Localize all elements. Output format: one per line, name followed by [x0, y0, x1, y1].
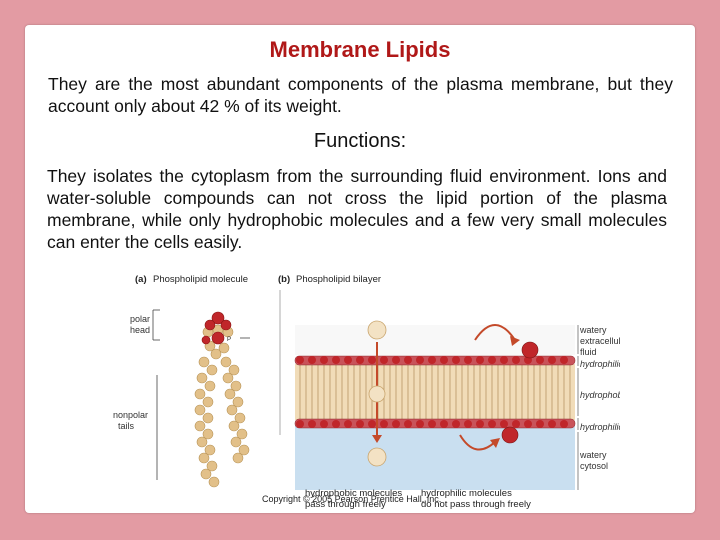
hydrophobic-molecule-path [367, 320, 387, 467]
intro-paragraph: They are the most abundant components of… [48, 74, 673, 116]
watery-extracellular-label-1: watery [579, 325, 607, 335]
hydrophilic-bottom-label: hydrophilic [580, 422, 620, 432]
caption-hydrophobic-1: hydrophobic molecules [305, 488, 402, 499]
hydrophobic-label: hydrophobic [580, 390, 620, 400]
slide: Membrane Lipids They are the most abunda… [25, 25, 695, 513]
hydrophilic-top-label: hydrophilic [580, 359, 620, 369]
panel-a-title: Phospholipid molecule [153, 274, 248, 285]
polar-head-label-2: head [130, 325, 150, 335]
svg-text:P: P [227, 337, 231, 343]
panel-b-letter: (b) [278, 274, 290, 285]
hydrophilic-molecules [459, 324, 539, 451]
caption-hydrophilic-2: do not pass through freely [421, 499, 531, 510]
watery-extracellular-label-2: extracellular [580, 336, 620, 346]
functions-heading: Functions: [313, 130, 407, 152]
watery-cytosol-label-1: watery [579, 450, 607, 460]
slide-title: Membrane Lipids [269, 37, 451, 62]
caption-hydrophobic-2: pass through freely [305, 499, 386, 510]
copyright: Copyright © 2005 Pearson Prentice Hall, … [262, 494, 442, 504]
nonpolar-tails-label-2: tails [118, 421, 135, 431]
cytosol-region [295, 425, 575, 490]
caption-hydrophilic-1: hydrophilic molecules [421, 488, 512, 499]
membrane-figure: (a) Phospholipid molecule (b) Phospholip… [113, 274, 620, 510]
polar-head-label-1: polar [130, 314, 150, 324]
watery-cytosol-label-2: cytosol [580, 461, 608, 471]
functions-paragraph: They isolates the cytoplasm from the sur… [47, 166, 667, 252]
panel-a-letter: (a) [135, 274, 147, 285]
phospholipid-molecule: P [194, 311, 250, 488]
watery-extracellular-label-3: fluid [580, 347, 597, 357]
panel-b-title: Phospholipid bilayer [296, 274, 381, 285]
phospholipid-bilayer [294, 355, 576, 429]
nonpolar-tails-label-1: nonpolar [113, 410, 148, 420]
